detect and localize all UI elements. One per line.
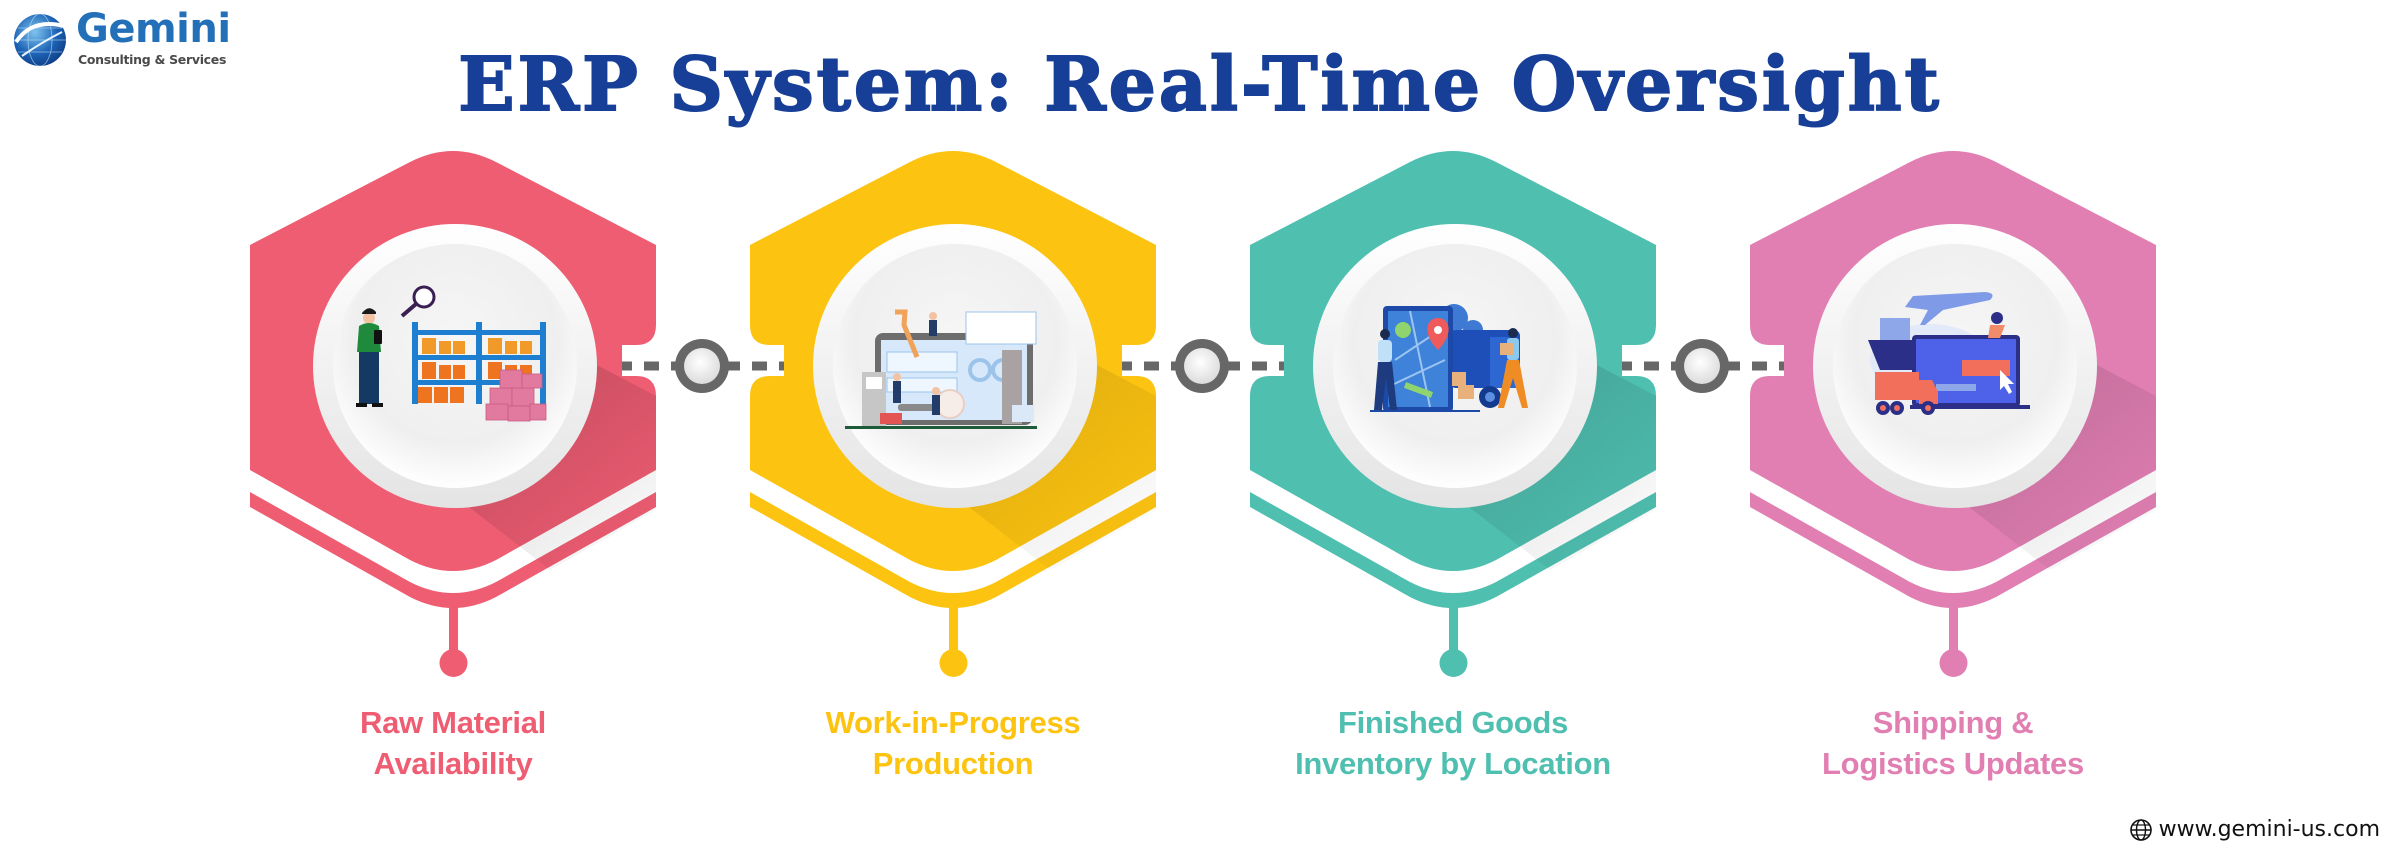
map-location-delivery-icon <box>1370 304 1528 412</box>
step-1-label-line2: Availability <box>373 746 533 781</box>
step-3-label-line2: Inventory by Location <box>1295 746 1611 781</box>
step-4-label-line2: Logistics Updates <box>1822 746 2084 781</box>
connector-node-3 <box>1675 339 1729 393</box>
step-4-label: Shipping & Logistics Updates <box>1743 702 2163 784</box>
globe-logo-icon <box>14 13 66 67</box>
step-2-label: Work-in-Progress Production <box>743 702 1163 784</box>
brand-name: Gemini <box>76 6 231 52</box>
warehouse-shelves-inspection-icon <box>356 285 547 422</box>
step-2-label-line1: Work-in-Progress <box>825 705 1081 740</box>
company-logo: Gemini Consulting & Services <box>8 6 231 70</box>
connector-node-2 <box>1175 339 1229 393</box>
connector-node-1 <box>675 339 729 393</box>
step-1-label: Raw Material Availability <box>243 702 663 784</box>
step-2-label-line2: Production <box>872 746 1034 781</box>
page-title: ERP System: Real-Time Oversight <box>457 41 1942 129</box>
step-4-label-line1: Shipping & <box>1872 705 2034 740</box>
shipping-logistics-dashboard-icon <box>1868 292 2030 415</box>
step-3-label: Finished Goods Inventory by Location <box>1243 702 1663 784</box>
footer-website[interactable]: www.gemini-us.com <box>2129 817 2380 842</box>
step-1-label-line1: Raw Material <box>360 705 546 740</box>
globe-icon <box>2129 818 2152 841</box>
brand-tagline: Consulting & Services <box>78 52 227 67</box>
step-3-label-line1: Finished Goods <box>1337 705 1569 740</box>
factory-production-line-icon <box>845 309 1037 429</box>
website-url[interactable]: www.gemini-us.com <box>2158 817 2380 842</box>
